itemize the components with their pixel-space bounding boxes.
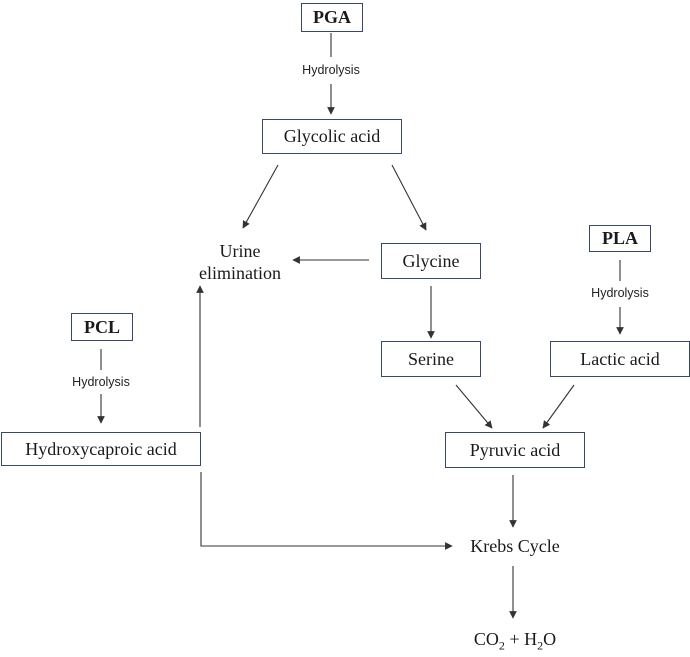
- pyruvic-acid-node: Pyruvic acid: [445, 432, 585, 468]
- pcl-label: PCL: [84, 316, 120, 337]
- pla-label: PLA: [602, 228, 638, 248]
- glycolic-to-urine-arrow: [242, 164, 279, 229]
- plus-h-text: + H: [504, 629, 538, 649]
- pcl-hydrolysis-label: Hydrolysis: [72, 375, 130, 389]
- lactic-acid-node: Lactic acid: [550, 341, 690, 377]
- hydroxycaproic-to-krebs-arrow: [200, 472, 453, 550]
- pla-node: PLA: [589, 225, 651, 252]
- pga-node: PGA: [301, 3, 363, 32]
- krebs-cycle-node: Krebs Cycle: [455, 535, 575, 557]
- urine-elimination-node: Urine elimination: [180, 240, 300, 284]
- urine-line1: Urine: [219, 241, 261, 261]
- lactic-acid-label: Lactic acid: [580, 348, 660, 369]
- glycolic-acid-label: Glycolic acid: [283, 126, 381, 146]
- o-text: O: [543, 629, 557, 649]
- pga-label: PGA: [313, 7, 351, 27]
- lactic-to-pyruvic-arrow: [542, 384, 575, 429]
- serine-to-pyruvic-arrow: [455, 384, 493, 429]
- glycine-label: Glycine: [402, 250, 460, 271]
- pcl-node: PCL: [71, 313, 133, 341]
- pla-hydrolysis-label: Hydrolysis: [591, 286, 649, 300]
- serine-label: Serine: [408, 348, 454, 369]
- co2-h2o-node: CO2 + H2O: [455, 628, 575, 657]
- krebs-cycle-label: Krebs Cycle: [470, 536, 560, 556]
- pga-hydrolysis-label: Hydrolysis: [302, 63, 360, 77]
- glycolic-to-glycine-arrow: [391, 164, 427, 231]
- glycolic-acid-node: Glycolic acid: [262, 119, 402, 154]
- co2-subscript: 2: [498, 638, 505, 653]
- co2-text: CO: [473, 629, 499, 649]
- urine-line2: elimination: [199, 263, 281, 283]
- h2o-subscript: 2: [537, 638, 544, 653]
- glycine-node: Glycine: [381, 243, 481, 279]
- hydroxycaproic-acid-node: Hydroxycaproic acid: [1, 432, 201, 466]
- pyruvic-acid-label: Pyruvic acid: [469, 439, 561, 460]
- serine-node: Serine: [381, 341, 481, 377]
- hydroxycaproic-acid-label: Hydroxycaproic acid: [25, 438, 177, 459]
